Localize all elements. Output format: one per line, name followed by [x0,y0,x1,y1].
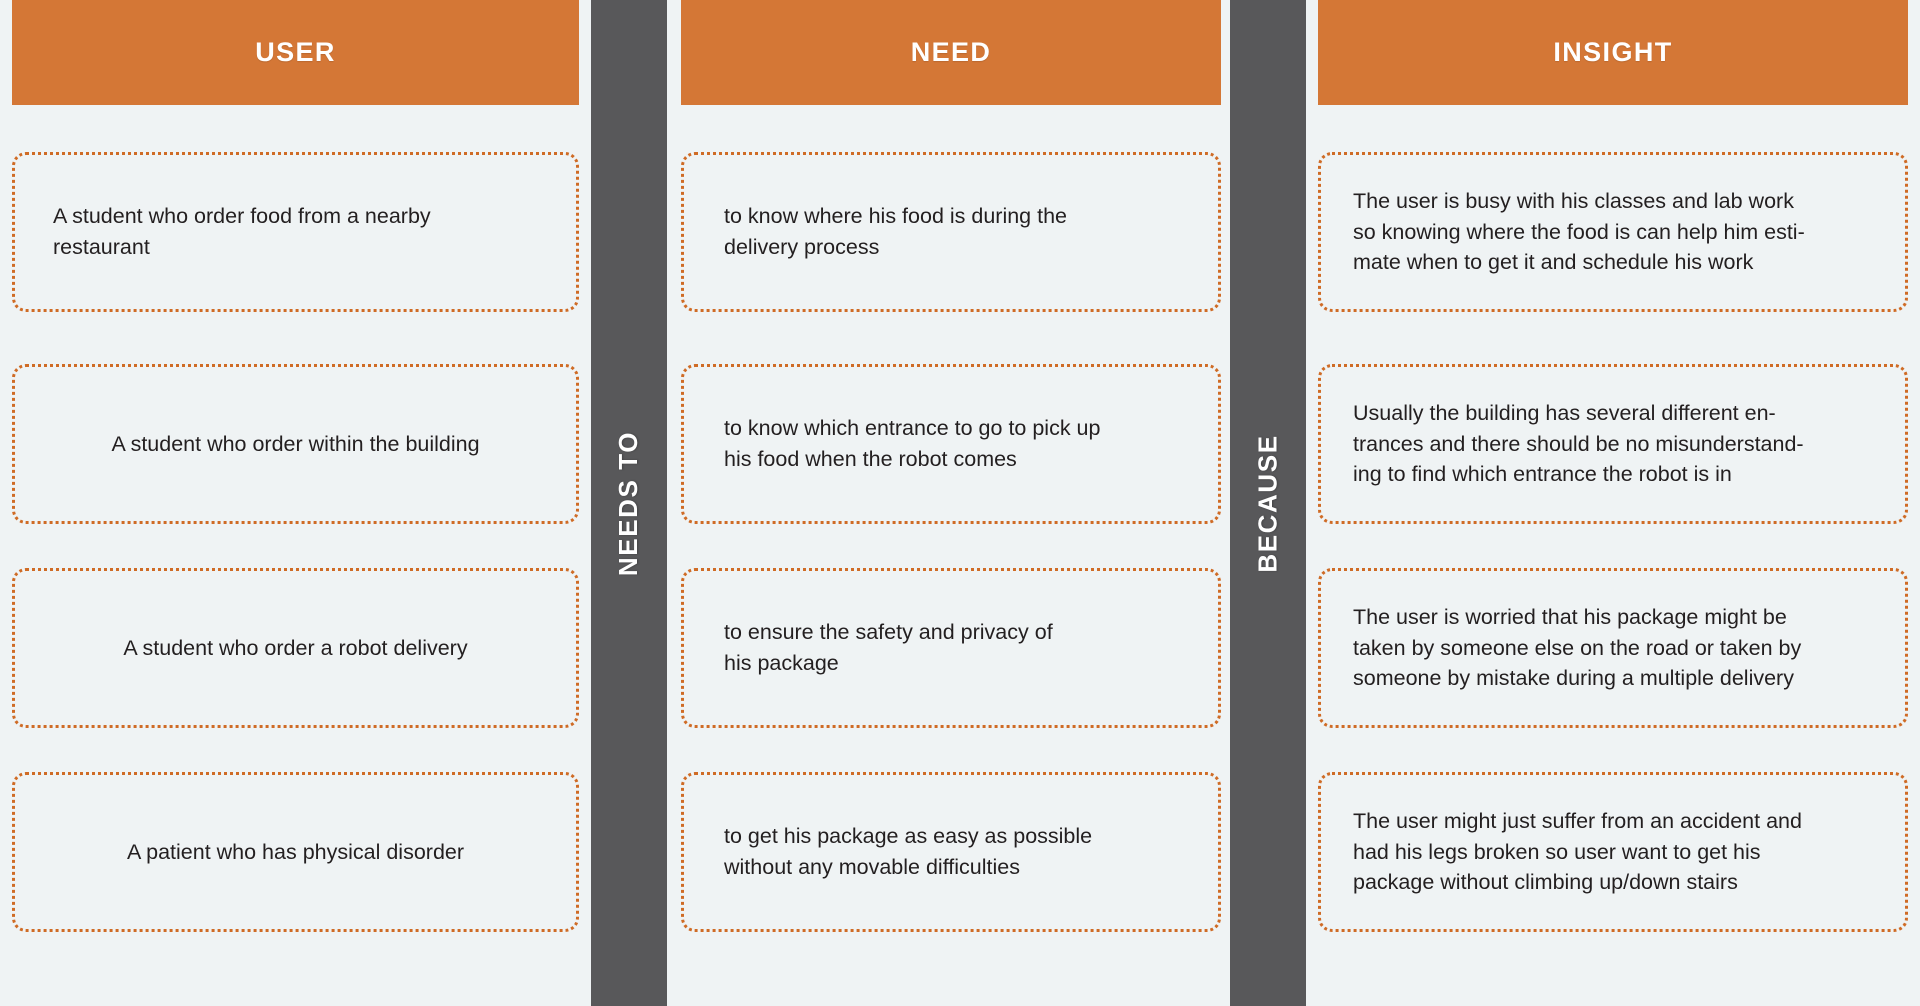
user-card-1-text: A student who order food from a nearby r… [53,204,431,259]
insight-card-1[interactable]: The user is busy with his classes and la… [1318,152,1908,312]
user-card-3[interactable]: A student who order a robot delivery [12,568,579,728]
spacer [681,524,1221,568]
card-stack-need: to know where his food is during the del… [681,105,1221,1006]
need-card-3[interactable]: to ensure the safety and privacy of his … [681,568,1221,728]
insight-card-4-text: The user might just suffer from an accid… [1353,808,1802,895]
insight-card-1-text: The user is busy with his classes and la… [1353,188,1805,275]
user-card-4-text: A patient who has physical disorder [126,839,465,864]
spacer [12,312,579,364]
column-user: USER A student who order food from a nea… [12,0,579,1006]
user-card-4[interactable]: A patient who has physical disorder [12,772,579,932]
need-card-2-text: to know which entrance to go to pick up … [724,416,1101,471]
user-card-2-text: A student who order within the building [111,431,480,456]
column-need: NEED to know where his food is during th… [681,0,1221,1006]
need-card-2[interactable]: to know which entrance to go to pick up … [681,364,1221,524]
spacer [681,312,1221,364]
column-header-need: NEED [681,0,1221,105]
card-stack-insight: The user is busy with his classes and la… [1318,105,1908,1006]
spacer [1318,312,1908,364]
need-card-1[interactable]: to know where his food is during the del… [681,152,1221,312]
user-card-2[interactable]: A student who order within the building [12,364,579,524]
column-header-user: USER [12,0,579,105]
connector-band-needs-to: NEEDS TO [591,0,667,1006]
spacer [1318,524,1908,568]
user-card-3-text: A student who order a robot delivery [123,635,468,660]
column-header-insight: INSIGHT [1318,0,1908,105]
connector-band-because: BECAUSE [1230,0,1306,1006]
connector-label-because: BECAUSE [1252,433,1283,573]
spacer [12,524,579,568]
insight-card-2[interactable]: Usually the building has several differe… [1318,364,1908,524]
column-insight: INSIGHT The user is busy with his classe… [1318,0,1908,1006]
spacer [681,728,1221,772]
need-card-4[interactable]: to get his package as easy as possible w… [681,772,1221,932]
connector-label-needs-to: NEEDS TO [613,430,644,576]
insight-card-4[interactable]: The user might just suffer from an accid… [1318,772,1908,932]
need-card-1-text: to know where his food is during the del… [724,204,1068,259]
user-card-1[interactable]: A student who order food from a nearby r… [12,152,579,312]
card-stack-user: A student who order food from a nearby r… [12,105,579,1006]
insight-card-3-text: The user is worried that his package mig… [1353,604,1802,691]
spacer [12,728,579,772]
need-card-4-text: to get his package as easy as possible w… [724,824,1093,879]
insight-card-2-text: Usually the building has several differe… [1353,400,1804,487]
need-card-3-text: to ensure the safety and privacy of his … [724,620,1053,675]
insight-card-3[interactable]: The user is worried that his package mig… [1318,568,1908,728]
spacer [1318,728,1908,772]
